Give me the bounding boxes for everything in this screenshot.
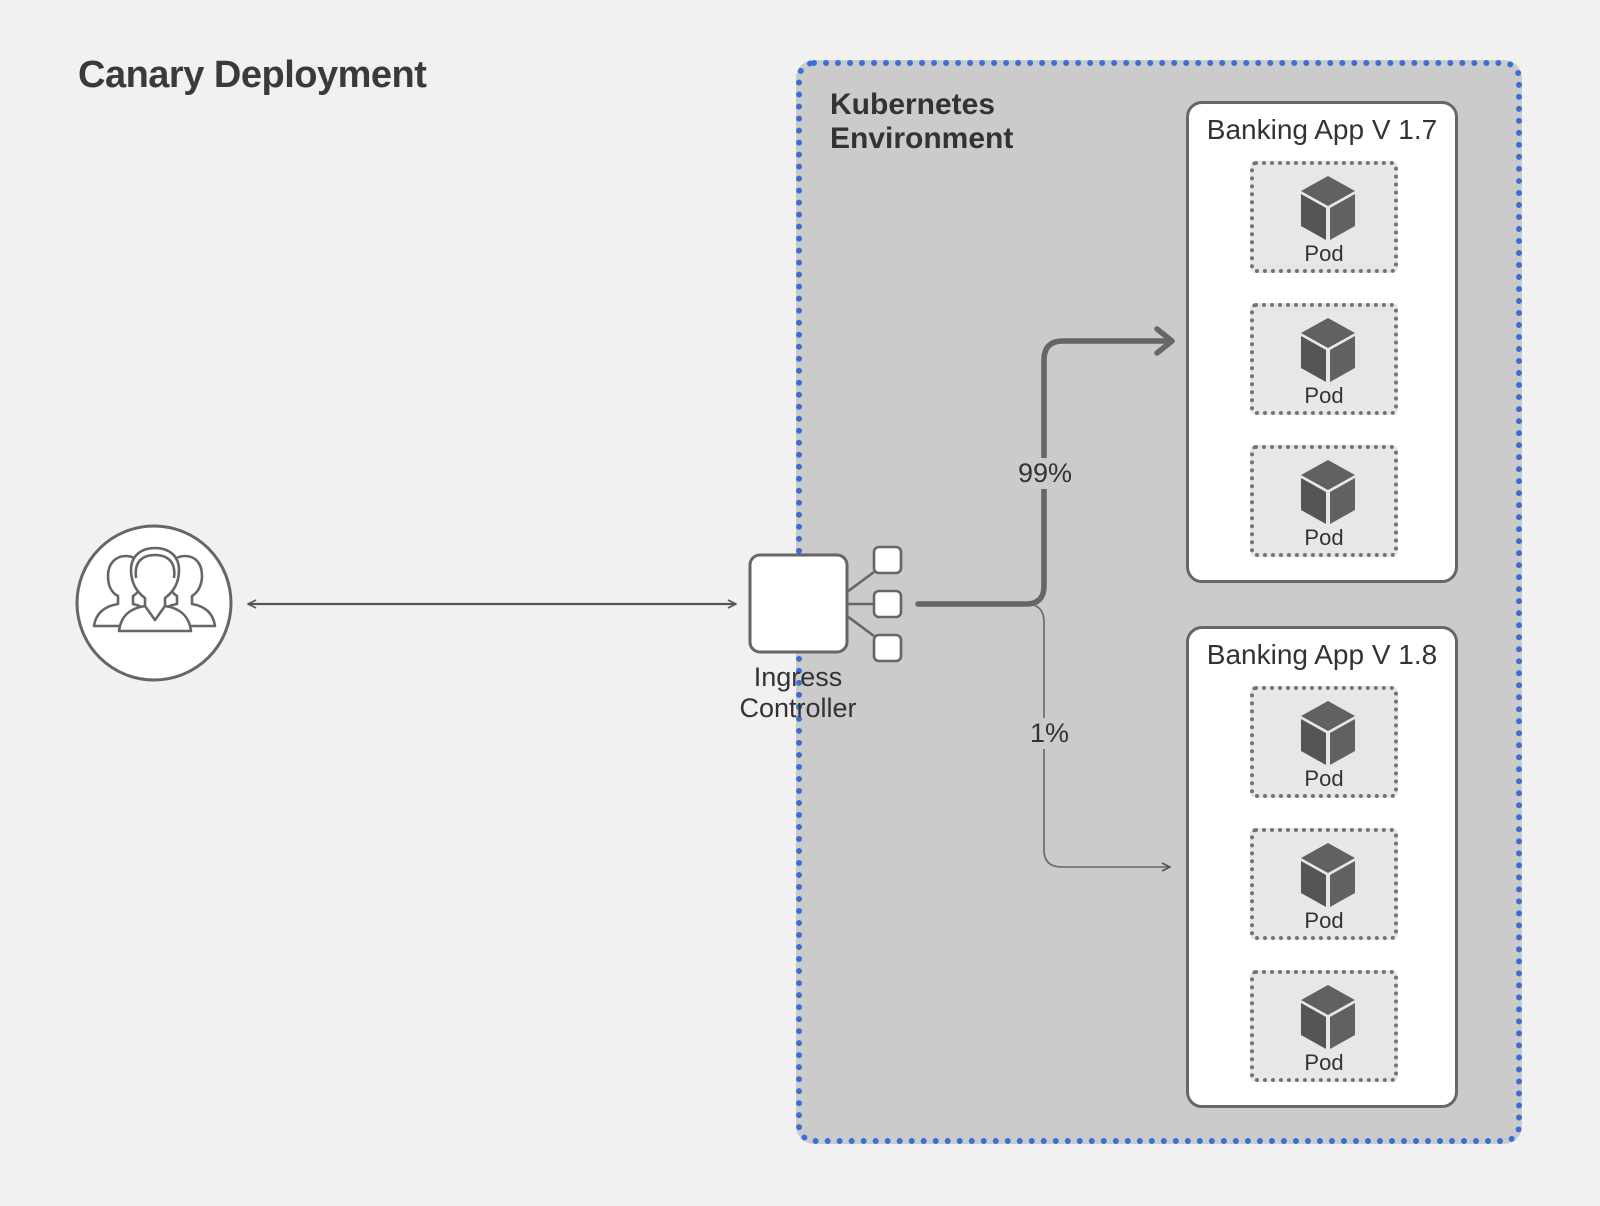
cube-icon bbox=[1301, 460, 1355, 524]
cube-icon bbox=[1301, 176, 1355, 240]
ingress-controller-label: Ingress Controller bbox=[718, 662, 878, 724]
pod[interactable]: Pod bbox=[1250, 161, 1398, 273]
cube-icon bbox=[1301, 843, 1355, 907]
ingress-label-line1: Ingress bbox=[753, 662, 843, 692]
route-canary-label: 1% bbox=[1028, 718, 1072, 749]
pod[interactable]: Pod bbox=[1250, 303, 1398, 415]
pod-label: Pod bbox=[1304, 766, 1344, 791]
users-group-icon[interactable] bbox=[75, 524, 233, 682]
app-title: Banking App V 1.7 bbox=[1206, 114, 1438, 145]
pod-label: Pod bbox=[1304, 241, 1344, 266]
pod[interactable]: Pod bbox=[1250, 686, 1398, 798]
pod-label: Pod bbox=[1304, 908, 1344, 933]
kubernetes-label-line1: Kubernetes bbox=[830, 88, 996, 121]
kubernetes-label-line2: Environment bbox=[830, 122, 1014, 155]
pod[interactable]: Pod bbox=[1250, 828, 1398, 940]
app-title: Banking App V 1.8 bbox=[1206, 639, 1438, 670]
ingress-controller-icon[interactable] bbox=[748, 545, 903, 663]
cube-icon bbox=[1301, 701, 1355, 765]
pod-label: Pod bbox=[1304, 1050, 1344, 1075]
route-canary-line bbox=[1025, 603, 1170, 867]
app-box-v1-8[interactable]: Banking App V 1.8 Pod Pod Pod bbox=[1186, 626, 1458, 1108]
cube-icon bbox=[1301, 985, 1355, 1049]
app-box-v1-7[interactable]: Banking App V 1.7 Pod Pod Pod bbox=[1186, 101, 1458, 583]
kubernetes-environment-label: Kubernetes Environment bbox=[830, 88, 1013, 156]
pod[interactable]: Pod bbox=[1250, 970, 1398, 1082]
route-primary-arrowhead bbox=[1154, 326, 1175, 356]
page-title: Canary Deployment bbox=[78, 54, 427, 96]
ingress-label-line2: Controller bbox=[739, 693, 857, 723]
pod-label: Pod bbox=[1304, 525, 1344, 550]
cube-icon bbox=[1301, 318, 1355, 382]
pod-label: Pod bbox=[1304, 383, 1344, 408]
pod[interactable]: Pod bbox=[1250, 445, 1398, 557]
route-primary-label: 99% bbox=[1016, 458, 1075, 489]
